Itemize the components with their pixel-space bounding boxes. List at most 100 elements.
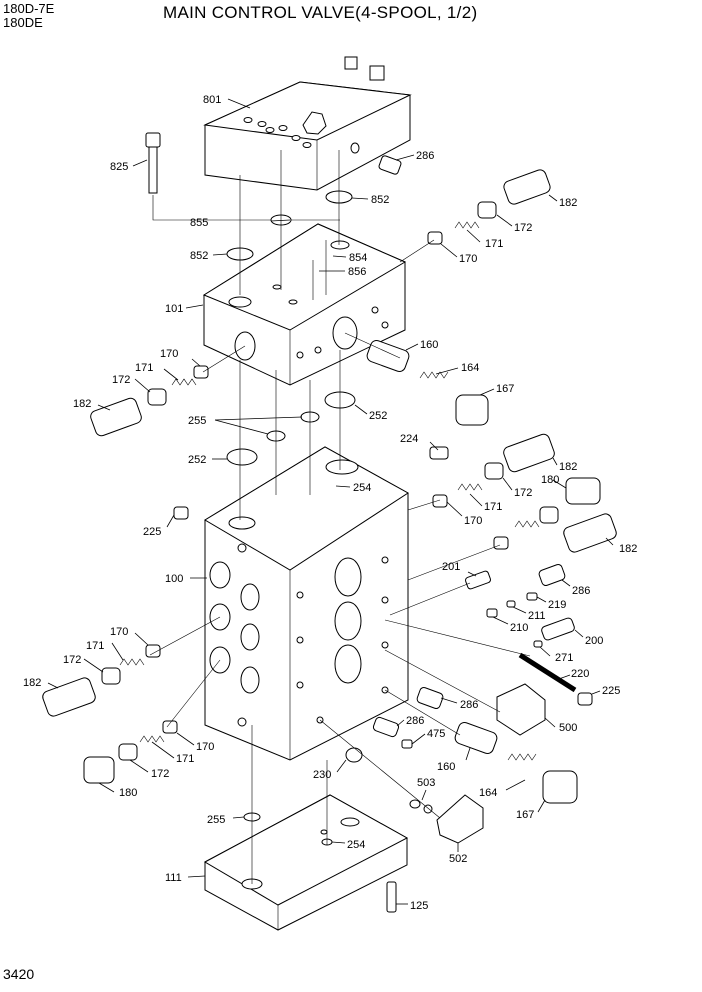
callout-225: 225 <box>602 685 620 697</box>
callout-172: 172 <box>63 654 81 666</box>
part-286-plug-right[interactable] <box>538 563 566 586</box>
part-170-poppet-left-upper[interactable] <box>193 365 209 379</box>
callout-801: 801 <box>203 94 221 106</box>
part-170-poppet-left-middle[interactable] <box>145 644 161 658</box>
callout-475: 475 <box>427 728 445 740</box>
callout-852: 852 <box>190 250 208 262</box>
part-164-spring-upper[interactable] <box>419 371 449 379</box>
part-171-spring-left-upper[interactable] <box>171 378 197 386</box>
callout-219: 219 <box>548 599 566 611</box>
callout-172: 172 <box>514 222 532 234</box>
part-211-plug[interactable] <box>506 600 516 608</box>
leader-lines <box>47 98 614 905</box>
part-286-plug-lower-b[interactable] <box>372 716 400 738</box>
part-171-spring-left-lower[interactable] <box>139 735 165 743</box>
part-172-seat-left-lower[interactable] <box>118 743 138 761</box>
callout-225: 225 <box>143 526 161 538</box>
callout-286: 286 <box>416 150 434 162</box>
callout-224: 224 <box>400 433 418 445</box>
callout-101: 101 <box>165 303 183 315</box>
callout-255: 255 <box>188 415 206 427</box>
part-172-seat-left-middle[interactable] <box>101 667 121 685</box>
part-167-cap-lower[interactable] <box>542 770 578 804</box>
callout-172: 172 <box>514 487 532 499</box>
part-170-poppet-right-middle[interactable] <box>432 494 448 508</box>
part-171-spring-right-middle[interactable] <box>457 483 483 491</box>
part-171-spring-upper[interactable] <box>454 221 480 229</box>
part-225-plug-right[interactable] <box>577 692 593 706</box>
callout-160: 160 <box>437 761 455 773</box>
callout-170: 170 <box>160 348 178 360</box>
callout-254: 254 <box>347 839 365 851</box>
callout-180: 180 <box>119 787 137 799</box>
part-224-plug[interactable] <box>429 446 449 460</box>
callout-252: 252 <box>369 410 387 422</box>
part-200-valve[interactable] <box>541 617 576 641</box>
callout-255: 255 <box>207 814 225 826</box>
callout-170: 170 <box>196 741 214 753</box>
callout-171: 171 <box>86 640 104 652</box>
callout-111: 111 <box>165 872 182 884</box>
callout-200: 200 <box>585 635 603 647</box>
callout-167: 167 <box>516 809 534 821</box>
part-171-spring-right-lower[interactable] <box>514 520 540 528</box>
part-475-plug[interactable] <box>401 739 413 749</box>
part-502-cover[interactable] <box>436 794 484 844</box>
callout-254: 254 <box>353 482 371 494</box>
part-172-seat-right-middle[interactable] <box>484 462 504 480</box>
part-182-relief-valve-right-lower[interactable] <box>562 512 618 554</box>
part-101-middle-block[interactable] <box>202 223 407 386</box>
part-801-top-cover[interactable] <box>203 56 412 191</box>
part-172-seat-upper[interactable] <box>477 201 497 219</box>
callout-211: 211 <box>528 610 546 622</box>
part-271-orifice[interactable] <box>533 640 543 648</box>
part-182-relief-valve-left-upper[interactable] <box>89 397 143 438</box>
part-100-main-body[interactable] <box>204 446 409 761</box>
callout-160: 160 <box>420 339 438 351</box>
page-number: 3420 <box>3 966 35 982</box>
callout-171: 171 <box>135 362 153 374</box>
part-125-bolt[interactable] <box>386 881 397 913</box>
model-code-secondary: 180DE <box>3 15 43 30</box>
part-182-relief-valve-left-lower[interactable] <box>41 676 97 718</box>
part-500-cover[interactable] <box>496 683 546 736</box>
part-201-plug[interactable] <box>465 570 492 590</box>
part-167-cap-upper[interactable] <box>455 394 489 426</box>
part-180-cap-left[interactable] <box>83 756 115 784</box>
part-164-spring-lower[interactable] <box>507 753 537 761</box>
callout-125: 125 <box>410 900 428 912</box>
part-170-poppet-upper[interactable] <box>427 231 443 245</box>
part-286-plug-lower-a[interactable] <box>416 686 444 709</box>
part-160-spool-upper[interactable] <box>365 339 410 373</box>
part-225-plug-left[interactable] <box>173 506 189 520</box>
part-170-poppet-left-lower[interactable] <box>162 720 178 734</box>
part-160-spool-lower[interactable] <box>453 721 498 755</box>
callout-180: 180 <box>541 474 559 486</box>
callout-171: 171 <box>176 753 194 765</box>
part-220-rod[interactable] <box>518 652 577 693</box>
part-286-plug-top[interactable] <box>378 155 402 175</box>
part-182-relief-valve-upper[interactable] <box>502 168 552 206</box>
part-180-cap-right[interactable] <box>565 477 601 505</box>
callout-167: 167 <box>496 383 514 395</box>
part-210-plug[interactable] <box>486 608 498 618</box>
part-252-oring-left[interactable] <box>226 448 258 466</box>
part-172-seat-right-lower[interactable] <box>539 506 559 524</box>
callout-182: 182 <box>73 398 91 410</box>
part-503-oring[interactable] <box>409 799 433 814</box>
callout-852: 852 <box>371 194 389 206</box>
part-182-relief-valve-right-middle[interactable] <box>502 433 556 474</box>
part-171-spring-left-middle[interactable] <box>119 658 145 666</box>
part-170-poppet-right-lower[interactable] <box>493 536 509 550</box>
part-230-plug[interactable] <box>345 747 363 763</box>
callout-172: 172 <box>151 768 169 780</box>
part-111-bottom-plate[interactable] <box>203 794 409 931</box>
callout-171: 171 <box>485 238 503 250</box>
callout-286: 286 <box>406 715 424 727</box>
callout-825: 825 <box>110 161 128 173</box>
callout-170: 170 <box>464 515 482 527</box>
callout-855: 855 <box>190 217 208 229</box>
part-172-seat-left-upper[interactable] <box>147 388 167 406</box>
part-219-orifice[interactable] <box>526 592 538 601</box>
